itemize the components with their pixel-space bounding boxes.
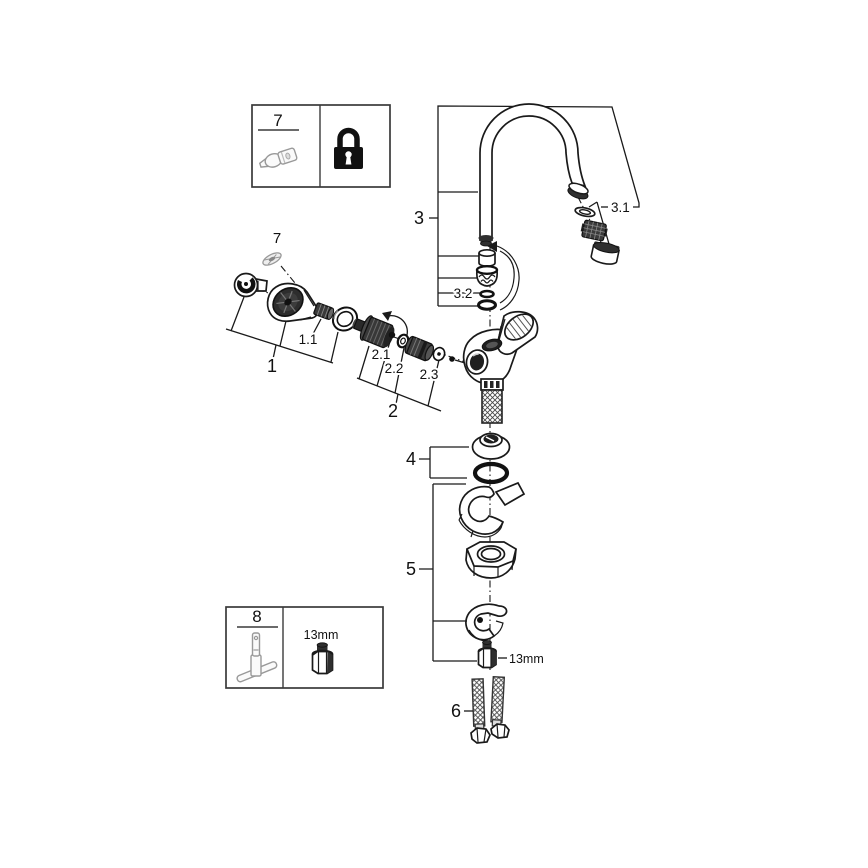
grease-applicator-icon — [258, 147, 298, 168]
callout-6-label: 6 — [451, 701, 461, 721]
aerator-insert — [580, 219, 608, 242]
handle-ring — [331, 306, 359, 332]
legend-box-8: 8 13mm — [225, 605, 384, 689]
callout-1-label: 1 — [267, 356, 277, 376]
handle-assembly-drawing: 1 1.1 — [225, 272, 359, 378]
mounting-bridge — [458, 481, 526, 538]
faucet-body-drawing — [462, 310, 539, 424]
legend-7-number: 7 — [273, 111, 282, 130]
aerator-housing — [590, 241, 620, 265]
spout-drawing — [478, 103, 589, 311]
callout-group-4: 4 — [404, 446, 469, 479]
callout-3-1-label: 3.1 — [611, 200, 630, 215]
hose-nut-right — [490, 723, 510, 739]
legend-8-number: 8 — [252, 607, 261, 626]
callout-2-1-label: 2.1 — [372, 347, 391, 362]
callout-7-label: 7 — [273, 230, 281, 247]
swivel-arrow — [487, 241, 520, 311]
handle-knob — [266, 282, 319, 323]
rotation-arrowhead — [382, 311, 392, 321]
o-ring-large — [477, 299, 497, 311]
body-front-port — [465, 349, 489, 375]
o-ring-small — [479, 289, 495, 299]
mounting-nut — [465, 541, 517, 579]
hose-nut-left — [470, 727, 491, 744]
spout-base-cap — [478, 235, 494, 247]
headpiece — [404, 335, 435, 362]
socket-nut-icon — [311, 642, 334, 675]
mounting-clamp — [465, 603, 508, 642]
callout-group-5: 5 — [404, 483, 477, 662]
mounting-parts-drawing: 4 — [404, 432, 546, 669]
aerator-assembly-drawing — [574, 206, 620, 265]
spout-outlet — [567, 182, 589, 200]
callout-5-label: 5 — [406, 559, 416, 579]
base-o-ring — [472, 461, 510, 485]
base-escutcheon — [471, 432, 511, 460]
callout-2-3-label: 2.3 — [420, 367, 439, 382]
legend-box-7: 7 — [251, 104, 391, 188]
mounting-tool-icon — [236, 632, 278, 683]
threaded-shank — [480, 378, 504, 424]
handle-adapter — [313, 302, 335, 320]
spout-seal-parts — [475, 248, 499, 311]
handle-cap — [233, 272, 268, 298]
shank-nut-13mm — [477, 640, 497, 669]
legend-8-size-label: 13mm — [304, 628, 339, 642]
diverter-cap — [475, 265, 499, 287]
callout-4-label: 4 — [406, 449, 416, 469]
body-handle-cone — [496, 310, 539, 356]
callout-1-1-label: 1.1 — [299, 332, 318, 347]
cartridge — [352, 315, 395, 349]
callout-2-2-label: 2.2 — [385, 361, 404, 376]
callout-3-label: 3 — [414, 208, 424, 228]
callout-group-1: 1 1.1 — [225, 296, 339, 378]
washer — [432, 346, 446, 362]
ball-seat — [388, 331, 396, 339]
nut-size-label: 13mm — [509, 652, 544, 666]
callout-group-3: 3 3.2 3.1 — [412, 105, 640, 307]
callout-group-7: 7 — [262, 228, 283, 266]
body-top-port — [481, 338, 503, 352]
padlock-icon — [334, 127, 363, 169]
cartridge-assembly-drawing: 2 2.1 2.2 2.3 — [352, 311, 466, 423]
grease-applicator-icon — [262, 252, 282, 266]
ball-small — [449, 356, 455, 362]
supply-hoses-drawing: 6 — [449, 676, 510, 744]
callout-group-2: 2 2.1 2.2 2.3 — [356, 337, 442, 423]
callout-2-label: 2 — [388, 401, 398, 421]
callout-3-2-label: 3.2 — [454, 286, 473, 301]
